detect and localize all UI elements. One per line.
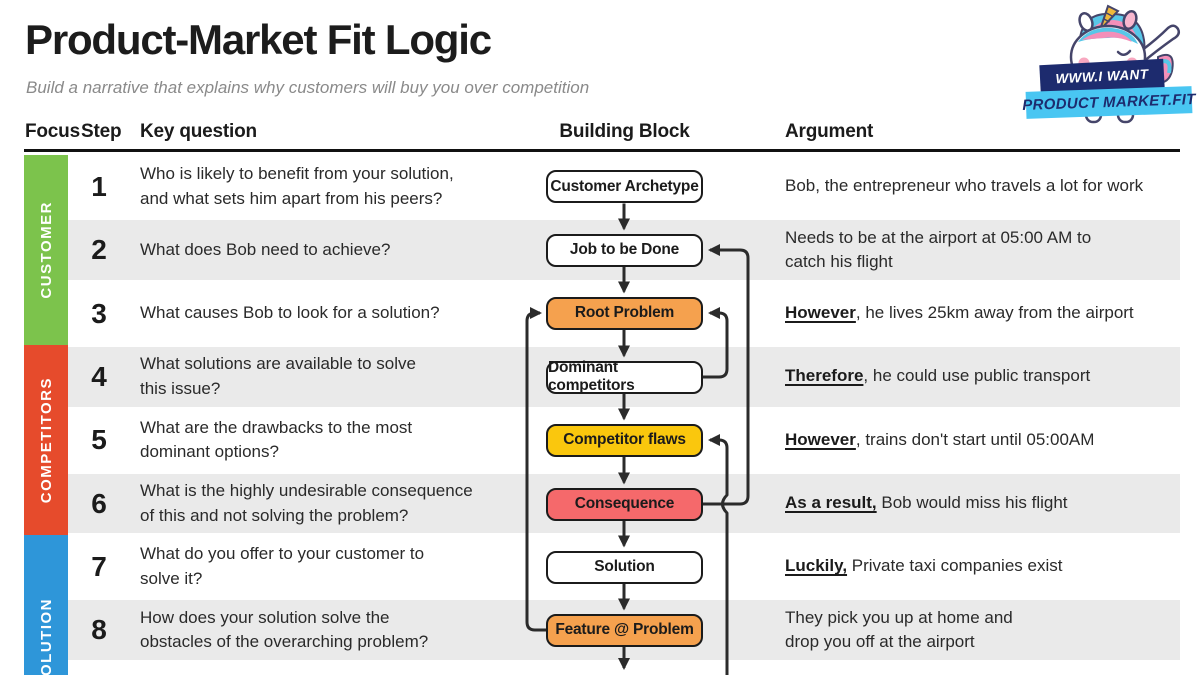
flow-box-consequence: Consequence [546,487,703,521]
argument-text: Needs to be at the airport at 05:00 AM t… [785,218,1185,282]
argument-text: Bob, the entrepreneur who travels a lot … [785,155,1185,218]
argument-text: However, he lives 25km away from the air… [785,282,1185,345]
argument-rest: Bob would miss his flight [876,493,1068,513]
focus-bar-your-solution: YOUR SOLUTION [24,535,68,675]
argument-text: However, trains don't start until 05:00A… [785,408,1185,472]
argument-lead: However [785,429,856,449]
flow-box-customer-archetype: Customer Archetype [546,170,703,203]
step-number: 2 [91,234,107,265]
flow-box-feature-at-problem: Feature @ Problem [546,613,703,647]
flow-box-job-to-be-done: Job to be Done [546,233,703,267]
column-header-step: Step [81,121,122,142]
argument-rest: , he could use public transport [863,366,1091,386]
key-question: What does Bob need to achieve? [140,239,391,259]
key-question: What is the highly undesirable consequen… [140,481,473,525]
column-header-argument: Argument [785,121,874,142]
page-subtitle: Build a narrative that explains why cust… [26,78,590,97]
argument-rest: They pick you up at home and drop you of… [785,607,1013,651]
argument-text: As a result, Bob would miss his flight [785,472,1185,535]
argument-text: They pick you up at home and drop you of… [785,598,1185,662]
site-logo: WWW.I WANT PRODUCT MARKET.FIT [1020,2,1198,124]
argument-lead: However [785,303,856,323]
flow-box-solution: Solution [546,550,703,584]
argument-lead: As a result, [785,493,877,513]
argument-rest: Needs to be at the airport at 05:00 AM t… [785,227,1092,271]
step-number: 5 [91,424,107,455]
focus-bar-competitors: COMPETITORS [24,345,68,535]
flow-box-root-problem: Root Problem [546,296,703,330]
focus-bar-customer: CUSTOMER [24,155,68,345]
step-number: 4 [91,360,107,392]
argument-lead: Luckily, [785,556,848,576]
step-number: 6 [91,487,107,519]
page-title: Product-Market Fit Logic [25,16,492,63]
focus-label-customer: CUSTOMER [37,201,55,299]
key-question: What causes Bob to look for a solution? [140,303,440,323]
argument-text: Luckily, Private taxi companies exist [785,535,1185,598]
focus-label-competitors: COMPETITORS [37,376,55,504]
step-number: 7 [91,550,107,582]
logo-banner-bottom: PRODUCT MARKET.FIT [1022,86,1196,119]
key-question: Who is likely to benefit from your solut… [140,164,454,208]
key-question: What solutions are available to solve th… [140,354,416,398]
column-header-building-block: Building Block [559,121,690,142]
argument-lead: Therefore [785,366,864,386]
focus-label-your-solution: YOUR SOLUTION [37,597,55,675]
column-header-focus: Focus [25,121,80,142]
step-number: 1 [91,170,107,202]
argument-text: Therefore, he could use public transport [785,345,1185,408]
header-divider [24,149,1180,152]
column-header-key-question: Key question [140,121,257,142]
argument-rest: Private taxi companies exist [847,556,1063,576]
step-number: 8 [91,614,107,645]
argument-rest: Bob, the entrepreneur who travels a lot … [785,176,1144,196]
argument-rest: , he lives 25km away from the airport [855,303,1134,323]
argument-rest: , trains don't start until 05:00AM [855,429,1095,449]
key-question: What do you offer to your customer to so… [140,544,425,588]
step-number: 3 [91,297,107,329]
key-question: What are the drawbacks to the most domin… [140,417,413,461]
key-question: How does your solution solve the obstacl… [140,607,429,651]
flow-box-dominant-competitors: Dominant competitors [546,359,703,394]
flow-box-competitor-flaws: Competitor flaws [546,423,703,457]
